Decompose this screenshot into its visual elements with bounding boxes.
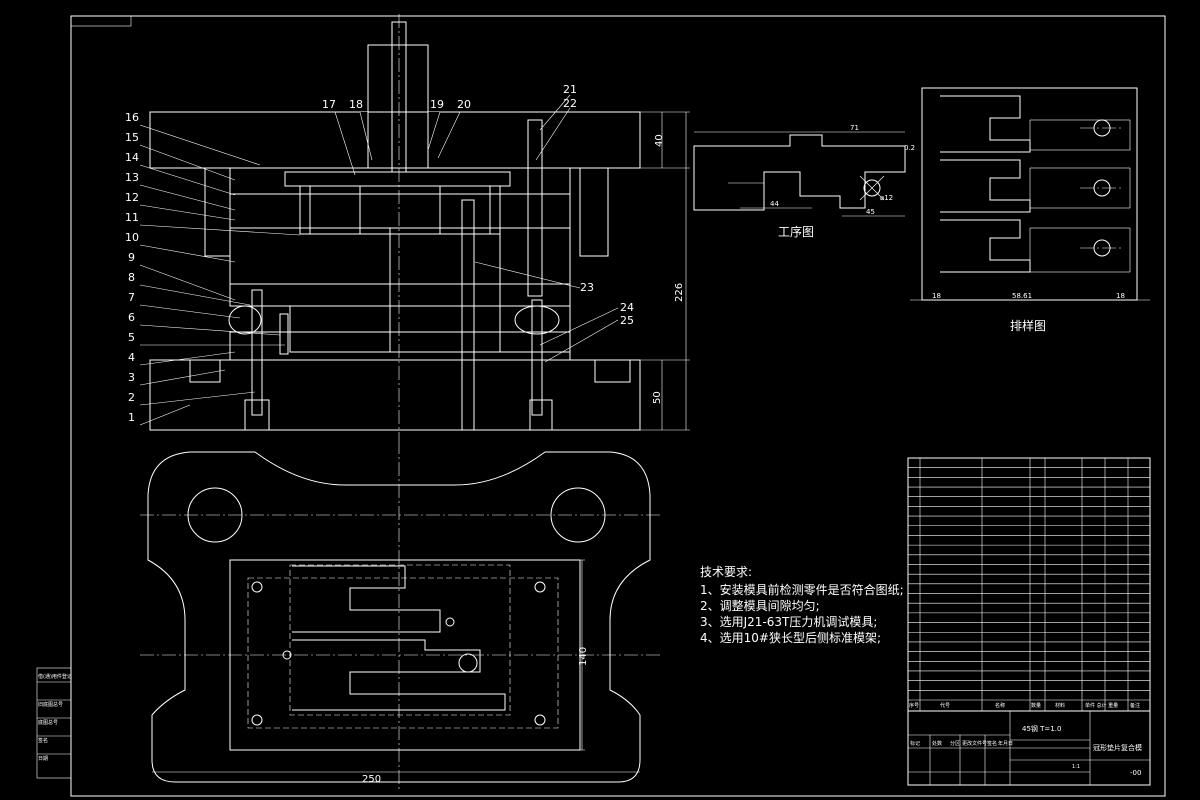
tech-item: 2、调整模具间隙均匀; bbox=[700, 598, 820, 613]
side-label: 借(通)用件登记 bbox=[38, 673, 72, 680]
title-drawing-name: 冠形垫片复合模 bbox=[1093, 743, 1142, 752]
balloon: 4 bbox=[128, 351, 135, 364]
tech-item: 4、选用10#狭长型后侧标准模架; bbox=[700, 631, 881, 645]
dim-mold-height: 226 bbox=[674, 283, 685, 302]
header-col: 数量 bbox=[1031, 702, 1041, 709]
header-col: 名称 bbox=[995, 702, 1005, 709]
balloon: 19 bbox=[430, 98, 444, 111]
dim-layout-edge: 18 bbox=[932, 292, 941, 300]
balloon: 22 bbox=[563, 97, 577, 110]
dim-part-h1: 44 bbox=[770, 200, 779, 208]
plan-view: 250 140 bbox=[140, 440, 660, 790]
title-material: 45钢 T=1.0 bbox=[1022, 724, 1061, 733]
balloon: 17 bbox=[322, 98, 336, 111]
side-label: 日期 bbox=[38, 756, 48, 762]
dim-part-tol: 0.2 bbox=[904, 144, 915, 152]
balloon: 23 bbox=[580, 281, 594, 294]
title-drawing-no: -00 bbox=[1130, 769, 1141, 777]
balloon: 1 bbox=[128, 411, 135, 424]
dim-top-plate: 40 bbox=[654, 134, 665, 147]
dim-part-w: 45 bbox=[866, 208, 875, 216]
side-label: 底图总号 bbox=[38, 719, 58, 726]
tech-item: 3、选用J21-63T压力机调试模具; bbox=[700, 614, 877, 629]
side-label: 签名 bbox=[38, 737, 48, 744]
balloon: 12 bbox=[125, 191, 139, 204]
rubber-spring-left bbox=[228, 305, 262, 335]
balloon: 3 bbox=[128, 371, 135, 384]
dim-layout-pitch: 58.61 bbox=[1012, 292, 1032, 300]
balloon: 7 bbox=[128, 291, 135, 304]
header-col: 单件 总计 重量 bbox=[1085, 702, 1118, 709]
tech-item: 1、安装模具前检测零件是否符合图纸; bbox=[700, 582, 904, 597]
dim-layout-edge-right: 18 bbox=[1116, 292, 1125, 300]
layout-drawing: 18 58.61 18 排样图 bbox=[910, 87, 1150, 333]
balloon: 16 bbox=[125, 111, 139, 124]
sign-row: 签名 bbox=[987, 740, 997, 747]
sheet-border bbox=[70, 15, 1166, 797]
balloon: 9 bbox=[128, 251, 135, 264]
header-col: 代号 bbox=[940, 702, 950, 709]
header-col: 备注 bbox=[1130, 702, 1140, 709]
dim-plan-width: 250 bbox=[362, 774, 381, 785]
side-label-block: 借(通)用件登记 旧底图总号 底图总号 签名 日期 bbox=[36, 667, 72, 779]
balloon: 20 bbox=[457, 98, 471, 111]
title-ratio: 1:1 bbox=[1072, 764, 1080, 770]
balloon: 18 bbox=[349, 98, 363, 111]
sign-row: 处数 bbox=[932, 740, 942, 747]
balloon: 11 bbox=[125, 211, 139, 224]
backing-plate bbox=[229, 193, 571, 229]
side-label: 旧底图总号 bbox=[38, 701, 63, 708]
corner-box bbox=[70, 15, 132, 27]
balloon: 8 bbox=[128, 271, 135, 284]
header-col: 序号 bbox=[909, 702, 919, 709]
process-drawing-label: 工序图 bbox=[778, 224, 814, 239]
dim-part-length: 71 bbox=[850, 124, 859, 132]
balloon: 14 bbox=[125, 151, 139, 164]
dim-hole: ⌀12 bbox=[880, 194, 893, 202]
main-dimensions: 40 226 50 bbox=[640, 111, 690, 431]
balloon: 2 bbox=[128, 391, 135, 404]
tech-requirements: 技术要求: 1、安装模具前检测零件是否符合图纸; 2、调整模具间隙均匀; 3、选… bbox=[700, 565, 904, 645]
tech-title: 技术要求: bbox=[700, 565, 752, 579]
dim-plan-depth: 140 bbox=[578, 647, 589, 666]
layout-drawing-label: 排样图 bbox=[1010, 318, 1046, 333]
balloon: 15 bbox=[125, 131, 139, 144]
sign-row: 年月日 bbox=[998, 740, 1013, 747]
balloon: 24 bbox=[620, 301, 634, 314]
header-col: 材料 bbox=[1055, 702, 1065, 709]
balloon: 6 bbox=[128, 311, 135, 324]
mold-section-view bbox=[149, 14, 641, 440]
balloon: 21 bbox=[563, 83, 577, 96]
sign-row: 标记 bbox=[910, 740, 920, 747]
balloon: 13 bbox=[125, 171, 139, 184]
lower-die-plate bbox=[149, 359, 641, 431]
sign-row: 更改文件号 bbox=[962, 740, 987, 747]
part-balloons: 16 15 14 13 12 11 10 9 8 7 6 5 4 3 2 1 1… bbox=[125, 83, 634, 426]
balloon: 25 bbox=[620, 314, 634, 327]
balloon: 10 bbox=[125, 231, 139, 244]
upper-die bbox=[229, 227, 571, 285]
rubber-spring-right bbox=[514, 305, 560, 335]
process-drawing: 71 44 45 0.2 ⌀12 工序图 bbox=[693, 124, 915, 239]
balloon: 5 bbox=[128, 331, 135, 344]
parts-list: 序号 代号 名称 数量 材料 单件 总计 重量 备注 bbox=[907, 457, 1151, 712]
title-block: 45钢 T=1.0 冠形垫片复合模 -00 1:1 标记 处数 分区 更改文件号… bbox=[907, 710, 1151, 786]
sign-row: 分区 bbox=[950, 740, 960, 747]
dim-bottom-plate: 50 bbox=[652, 391, 663, 404]
